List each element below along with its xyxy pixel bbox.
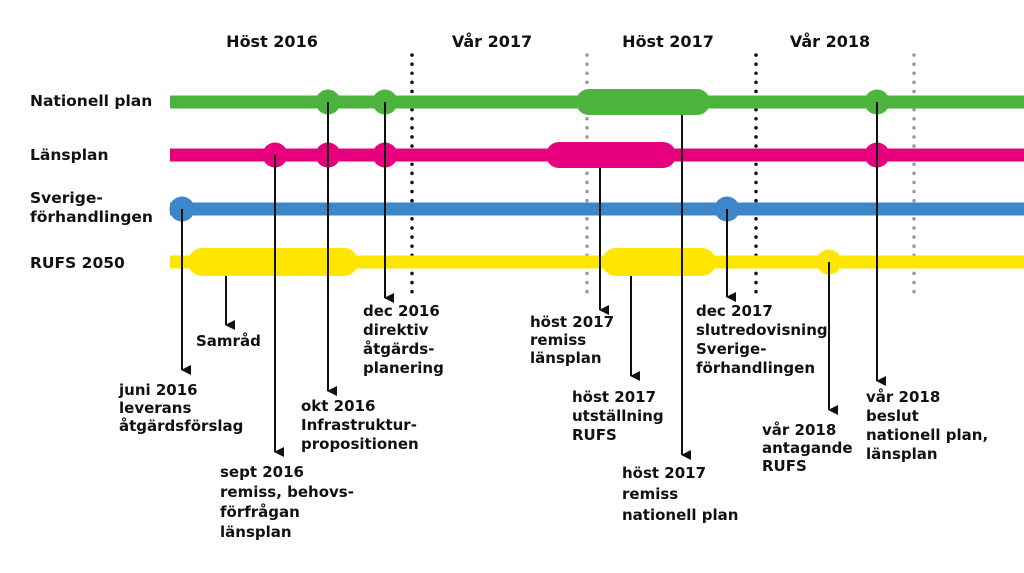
period-label: Höst 2017 <box>622 32 714 51</box>
annotation-var-2018-beslut: vår 2018 beslut nationell plan, länsplan <box>866 388 993 463</box>
row-label-lansplan: Länsplan <box>30 146 109 164</box>
phase-bar <box>546 142 676 168</box>
row-label-nationell-plan: Nationell plan <box>30 92 152 110</box>
annotation-juni-2016: juni 2016 leverans åtgärdsförslag <box>118 381 243 435</box>
phase-bar <box>576 89 710 115</box>
annotation-var-2018-antagande: vår 2018 antagande RUFS <box>762 421 858 475</box>
annotation-dec-2016: dec 2016 direktiv åtgärds- planering <box>363 302 445 377</box>
row-label-rufs-2050: RUFS 2050 <box>30 254 125 272</box>
annotation-host-2017-remiss-lansplan: höst 2017 remiss länsplan <box>530 313 619 367</box>
annotation-sept-2016: sept 2016 remiss, behovs- förfrågan läns… <box>220 463 359 541</box>
annotation-host-2017-utstallning: höst 2017 utställning RUFS <box>572 388 669 444</box>
phase-bar <box>602 248 716 276</box>
annotation-samrad: Samråd <box>196 332 261 350</box>
row-label-sverigeforhandlingen: Sverige- förhandlingen <box>30 189 153 226</box>
period-label: Vår 2017 <box>452 32 532 51</box>
period-label: Vår 2018 <box>790 32 870 51</box>
annotation-dec-2017: dec 2017 slutredovisning Sverige- förhan… <box>696 302 833 377</box>
period-label: Höst 2016 <box>226 32 318 51</box>
phase-bar <box>188 248 358 276</box>
annotation-okt-2016: okt 2016 Infrastruktur- propositionen <box>301 397 422 453</box>
annotation-host-2017-remiss-nationell: höst 2017 remiss nationell plan <box>622 464 738 524</box>
